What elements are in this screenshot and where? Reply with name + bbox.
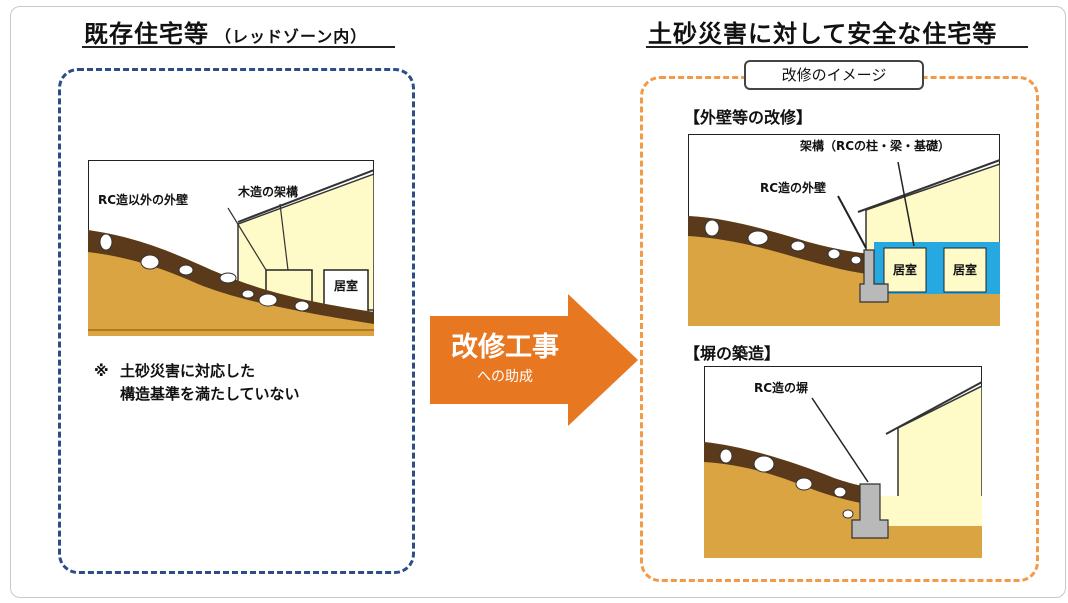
rc-frame-label: 架構（RCの柱・梁・基礎） (799, 138, 950, 153)
right-title: 土砂災害に対して安全な住宅等 (648, 20, 998, 48)
note-mark: ※ (94, 362, 109, 380)
wall-retrofit-illustration: RC造の外壁 架構（RCの柱・梁・基礎） 居室 居室 (688, 134, 1000, 326)
rock (258, 293, 278, 307)
room-label-3: 居室 (953, 262, 977, 277)
rc-wall-label: RC造の外壁 (760, 180, 826, 195)
outer-frame (10, 6, 1066, 598)
debris-layer (88, 230, 374, 324)
note: ※ 土砂災害に対応した 構造基準を満たしていない (94, 360, 300, 406)
rc-fence-label: RC造の塀 (754, 380, 808, 395)
arrow-shape (430, 294, 638, 426)
section2-title: 【塀の築造】 (684, 344, 781, 363)
note-line1: 土砂災害に対応した (120, 362, 256, 380)
room-label-2: 居室 (893, 262, 917, 277)
house-roof (237, 169, 374, 223)
image-tag: 改修のイメージ (744, 60, 924, 90)
rock (241, 289, 255, 299)
room-label-1: 居室 (334, 278, 358, 293)
left-title-underline (82, 46, 395, 48)
existing-house-illustration: RC造以外の外壁 木造の架構 居室 (88, 160, 374, 336)
rc-wall (859, 249, 889, 303)
rock (294, 300, 310, 312)
right-title-underline (646, 46, 1028, 48)
left-title-sub: （レッドゾーン内） (215, 27, 368, 46)
outer-wall-label: RC造以外の外壁 (98, 192, 188, 207)
left-title: 既存住宅等 （レッドゾーン内） (84, 14, 367, 49)
rock (140, 254, 160, 270)
arrow-sub-text: への助成 (477, 369, 533, 385)
left-title-main: 既存住宅等 (84, 20, 209, 48)
rock (99, 233, 113, 251)
wood-frame-label: 木造の架構 (237, 184, 298, 199)
rock (219, 272, 237, 284)
rock (178, 264, 194, 276)
left-dashed-box (58, 68, 415, 574)
note-line2: 構造基準を満たしていない (120, 385, 300, 403)
section1-title: 【外壁等の改修】 (684, 108, 813, 127)
rc-fence (851, 483, 889, 539)
wall-construction-illustration: RC造の塀 (704, 366, 982, 558)
arrow-main-text: 改修工事 (451, 332, 559, 363)
